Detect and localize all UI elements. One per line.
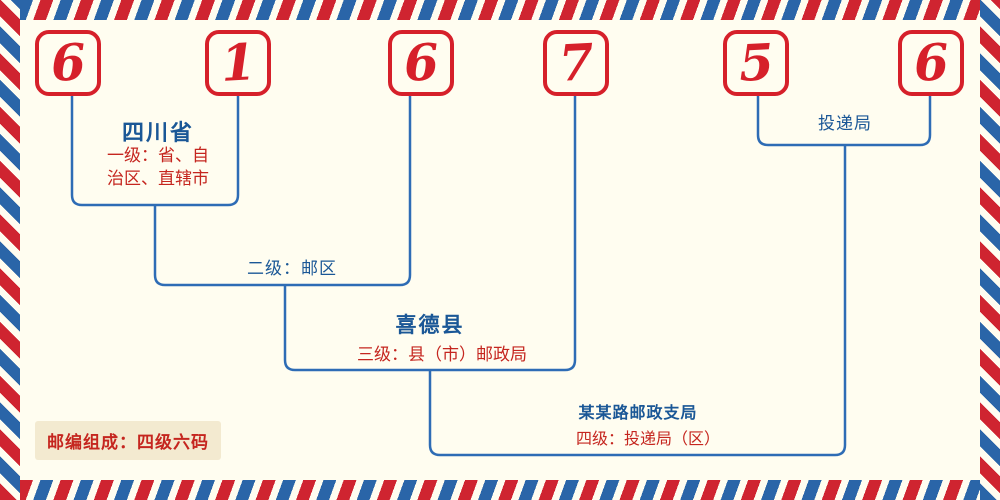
digit-box-3: 6: [388, 30, 454, 96]
digit-5: 5: [737, 32, 775, 93]
digit-2: 1: [219, 32, 257, 93]
province-name-label: 四川省: [121, 121, 195, 146]
digit-6: 6: [912, 32, 950, 93]
digit-box-2: 1: [205, 30, 271, 96]
level3-description-label: 三级：县（市）邮政局: [357, 345, 527, 365]
airmail-border-bottom: [0, 480, 1000, 500]
digit-box-1: 6: [35, 30, 101, 96]
level2-description-label: 二级：邮区: [247, 259, 337, 279]
airmail-border-left: [0, 0, 20, 500]
composition-note: 邮编组成：四级六码: [35, 421, 221, 460]
digit-box-4: 7: [543, 30, 609, 96]
delivery-office-label: 投递局: [818, 114, 872, 134]
level1-description-label: 一级：省、自 治区、直辖市: [107, 146, 209, 189]
airmail-border-right: [980, 0, 1000, 500]
airmail-border-top: [0, 0, 1000, 20]
digit-box-6: 6: [898, 30, 964, 96]
connector-level2-line: [153, 96, 412, 287]
county-name-label: 喜德县: [395, 313, 465, 337]
branch-name-label: 某某路邮政支局: [578, 403, 698, 422]
digit-box-5: 5: [723, 30, 789, 96]
digit-1: 6: [49, 32, 87, 93]
connector-level4-line: [428, 145, 847, 457]
digit-4: 7: [557, 32, 595, 93]
digit-3: 6: [402, 32, 440, 93]
level4-description-label: 四级：投递局（区）: [575, 429, 721, 448]
